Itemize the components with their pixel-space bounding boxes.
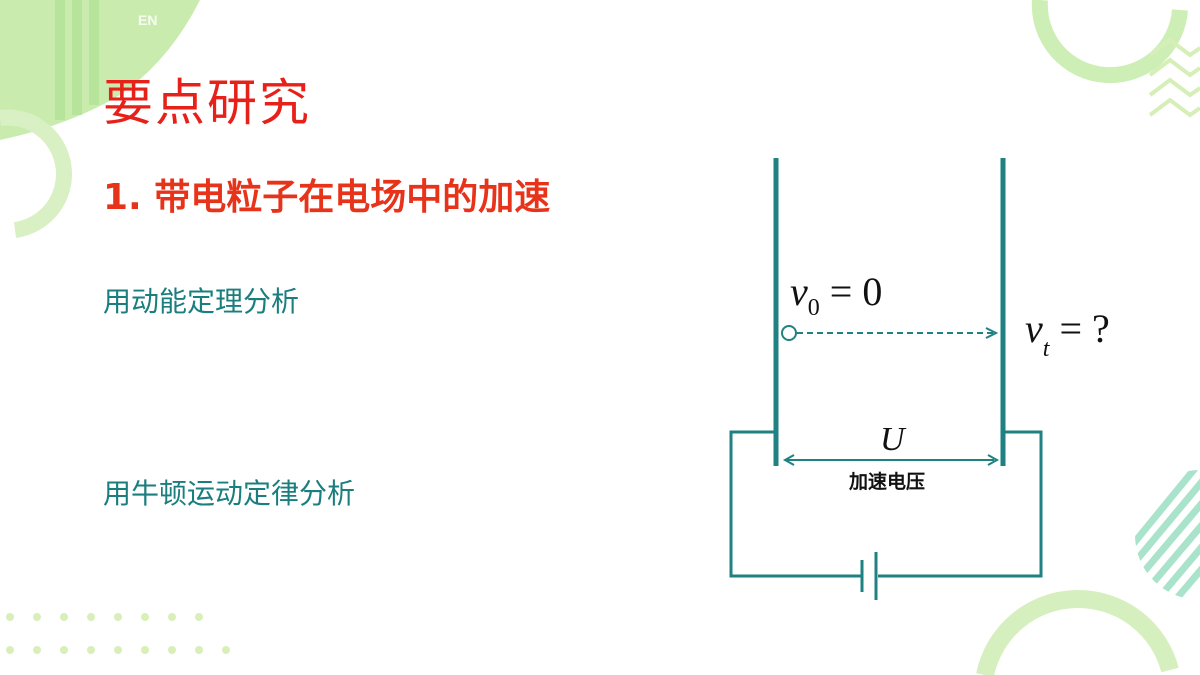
method-newton-laws: 用牛顿运动定律分析 [103, 477, 356, 510]
voltage-symbol: U [880, 421, 907, 458]
final-velocity-label: vt = ? [1025, 306, 1110, 362]
method-energy-theorem: 用动能定理分析 [103, 285, 300, 318]
particle [781, 325, 797, 341]
left-wire [729, 430, 862, 578]
right-wire [878, 430, 1043, 578]
initial-velocity-label: v0 = 0 [790, 269, 882, 321]
language-badge: EN [138, 12, 158, 28]
section-heading: 1. 带电粒子在电场中的加速 [103, 177, 551, 218]
page-title: 要点研究 [103, 74, 311, 132]
voltage-label: 加速电压 [848, 470, 925, 493]
